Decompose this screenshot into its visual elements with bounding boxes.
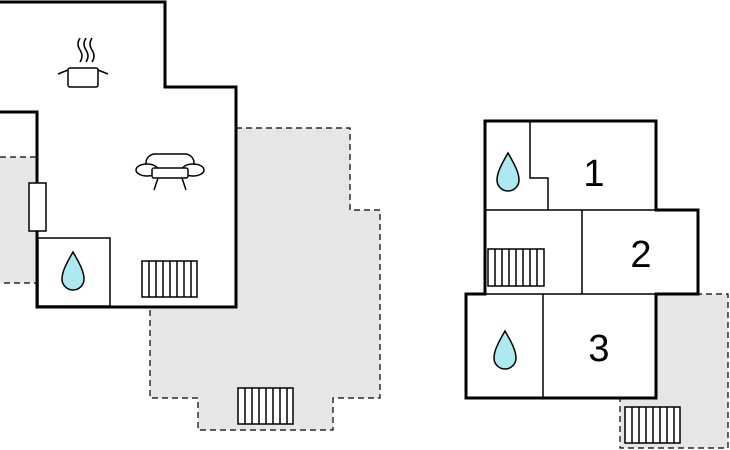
wall-room1-bath — [529, 121, 549, 210]
staircase-icon — [487, 248, 545, 287]
staircase-icon — [141, 260, 198, 298]
sofa-icon — [135, 153, 205, 191]
cooking-pot-icon — [57, 37, 109, 88]
bathroom-left — [37, 237, 111, 307]
window-left — [28, 182, 47, 232]
room-number-1: 1 — [583, 153, 604, 195]
floor-plan-left — [0, 0, 381, 431]
water-drop-icon — [61, 250, 85, 291]
staircase-icon — [624, 406, 681, 444]
room-number-2: 2 — [630, 234, 651, 276]
water-drop-icon — [493, 329, 517, 370]
staircase-icon — [237, 387, 294, 425]
building-left-floor — [0, 2, 236, 307]
water-drop-icon — [496, 151, 520, 192]
terrace-main — [149, 127, 381, 431]
floor-plan-right: 1 2 3 — [464, 119, 729, 449]
room-number-3: 3 — [588, 328, 609, 370]
building-left-walls — [0, 0, 238, 309]
